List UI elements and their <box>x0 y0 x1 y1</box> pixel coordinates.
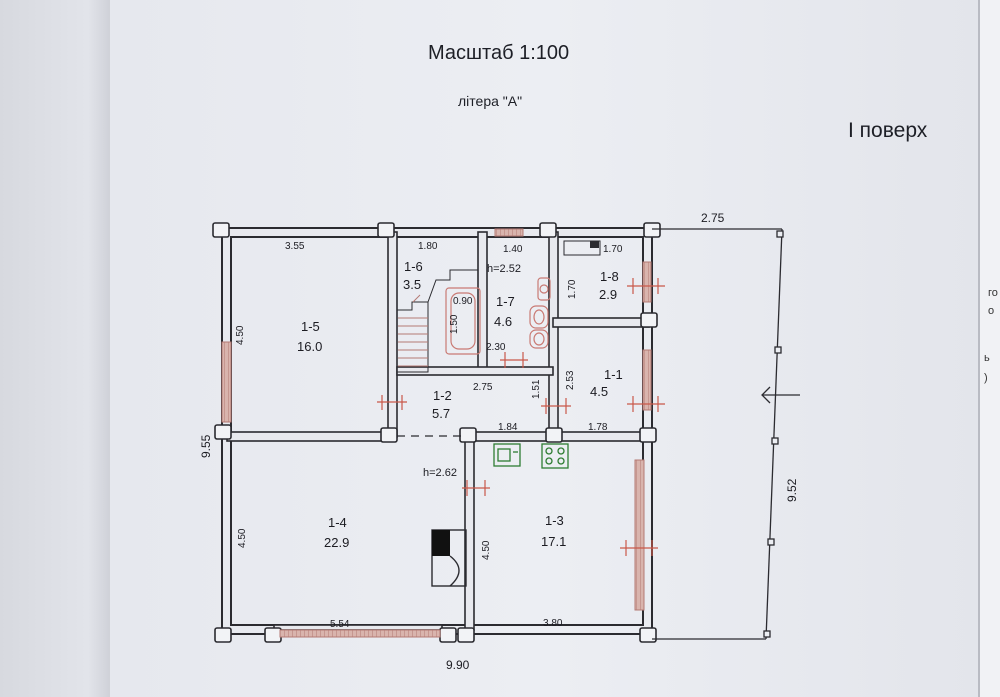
door-marks <box>377 278 665 556</box>
windows <box>221 228 652 638</box>
room-1-8-id: 1-8 <box>600 269 619 284</box>
dim-bath-090: 0.90 <box>453 296 473 307</box>
washbasin <box>537 277 551 301</box>
height-room3: h=2.62 <box>423 467 457 479</box>
wall-fill <box>224 230 650 236</box>
kitchen-stove <box>541 443 569 469</box>
room-1-2-id: 1-2 <box>433 388 452 403</box>
dim-bath-150: 1.50 <box>449 314 460 334</box>
room-1-7-area: 4.6 <box>494 314 512 329</box>
dim-room1-width: 1.78 <box>588 422 608 433</box>
margin-fragment: ь <box>984 352 990 364</box>
dim-top-room6: 1.80 <box>418 241 438 252</box>
left-page-edge <box>0 0 110 697</box>
terrace-outline <box>652 228 800 640</box>
kitchen-sink <box>493 443 521 467</box>
dim-bottom-total: 9.90 <box>446 658 470 672</box>
margin-fragment: го <box>988 287 998 299</box>
dim-top-room7: 1.40 <box>503 244 523 255</box>
height-labels: h=2.52 h=2.62 <box>423 263 521 479</box>
dim-corridor-151: 1.51 <box>531 379 542 399</box>
dim-top-room8: 1.70 <box>603 244 623 255</box>
fireplace <box>431 529 467 587</box>
log-joints <box>212 222 661 643</box>
dim-corridor-275: 2.75 <box>473 382 493 393</box>
room-1-2-area: 5.7 <box>432 406 450 421</box>
room-1-3-id: 1-3 <box>545 513 564 528</box>
dim-terrace-side: 9.52 <box>785 478 799 502</box>
dim-total-left: 9.55 <box>199 434 213 458</box>
room-1-6-id: 1-6 <box>404 259 423 274</box>
room-1-4-area: 22.9 <box>324 535 349 550</box>
toilet <box>529 305 549 349</box>
staircase <box>397 269 478 373</box>
boiler <box>563 240 601 256</box>
window-room3 <box>634 459 645 611</box>
margin-fragment: о <box>988 305 995 317</box>
dim-side-room3: 4.50 <box>481 540 492 560</box>
window-room5 <box>221 341 232 423</box>
dim-room8-side: 1.70 <box>567 279 578 299</box>
room-1-6-area: 3.5 <box>403 277 421 292</box>
dim-bottom-room4: 5.54 <box>330 619 350 630</box>
dim-top-room5: 3.55 <box>285 241 305 252</box>
dim-side-room5: 4.50 <box>235 325 246 345</box>
dim-side-room4: 4.50 <box>237 528 248 548</box>
room-1-3-area: 17.1 <box>541 534 566 549</box>
dim-room3-top: 1.84 <box>498 422 518 433</box>
dim-bottom-room3: 3.80 <box>543 618 563 629</box>
room-1-5-area: 16.0 <box>297 339 322 354</box>
room-labels: 1-1 4.5 1-2 5.7 1-3 17.1 1-4 22.9 1-5 16… <box>297 259 623 550</box>
interior-walls <box>226 231 650 631</box>
room-1-7-id: 1-7 <box>496 294 515 309</box>
dimension-labels: 3.55 1.80 1.40 1.70 2.75 4.50 9.55 0.90 … <box>199 211 799 672</box>
plan-sheet <box>110 0 978 697</box>
right-page-edge: го о ь ) <box>978 0 1000 697</box>
bathtub <box>445 287 481 355</box>
room-1-1-id: 1-1 <box>604 367 623 382</box>
room-1-5-id: 1-5 <box>301 319 320 334</box>
window-room8 <box>642 261 652 303</box>
scale-title: Масштаб 1:100 <box>428 42 570 64</box>
window-room1 <box>642 349 652 411</box>
building-letter: літера "А" <box>458 93 523 109</box>
room-1-4-id: 1-4 <box>328 515 347 530</box>
height-room7: h=2.52 <box>487 263 521 275</box>
margin-fragment: ) <box>984 372 988 384</box>
dim-top-terrace: 2.75 <box>701 211 725 225</box>
window-room7 <box>494 228 524 237</box>
dim-room1-side: 2.53 <box>565 370 576 390</box>
room-1-8-area: 2.9 <box>599 287 617 302</box>
room-1-1-area: 4.5 <box>590 384 608 399</box>
window-room4 <box>279 629 441 638</box>
dim-room7-width: 2.30 <box>486 342 506 353</box>
floor-label: І поверх <box>848 119 928 142</box>
